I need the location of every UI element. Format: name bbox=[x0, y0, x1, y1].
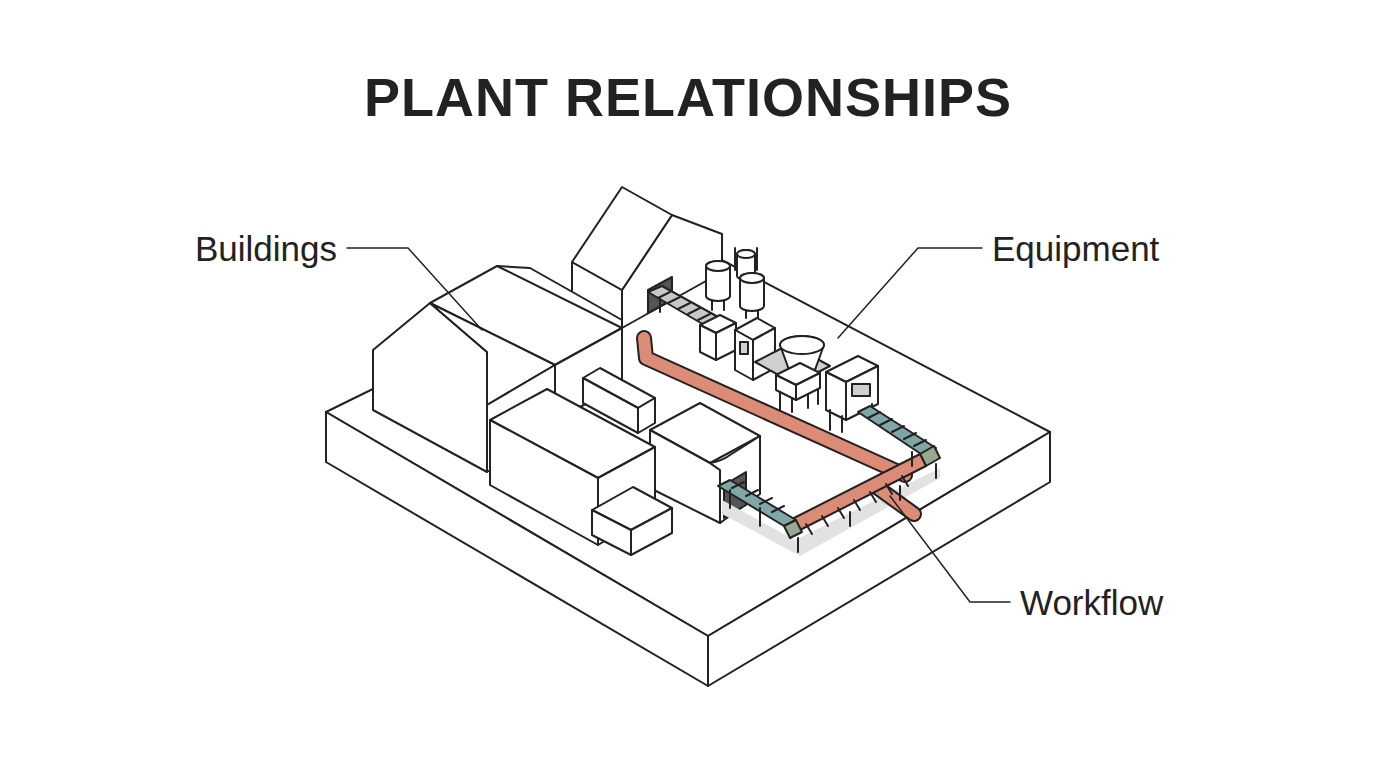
callout-label: Workflow bbox=[1020, 585, 1163, 620]
site-platform bbox=[326, 238, 1050, 686]
equipment-line bbox=[700, 315, 878, 432]
callout-label: Buildings bbox=[195, 231, 337, 266]
leader-line bbox=[838, 248, 982, 338]
leader-lines bbox=[347, 248, 1010, 602]
callout-label: Equipment bbox=[992, 231, 1159, 266]
office-building bbox=[592, 487, 672, 555]
diagram-title: PLANT RELATIONSHIPS bbox=[364, 70, 1012, 124]
silos bbox=[706, 248, 764, 318]
leader-line bbox=[347, 248, 482, 330]
output-conveyor bbox=[718, 406, 940, 552]
leader-line bbox=[890, 496, 1010, 602]
